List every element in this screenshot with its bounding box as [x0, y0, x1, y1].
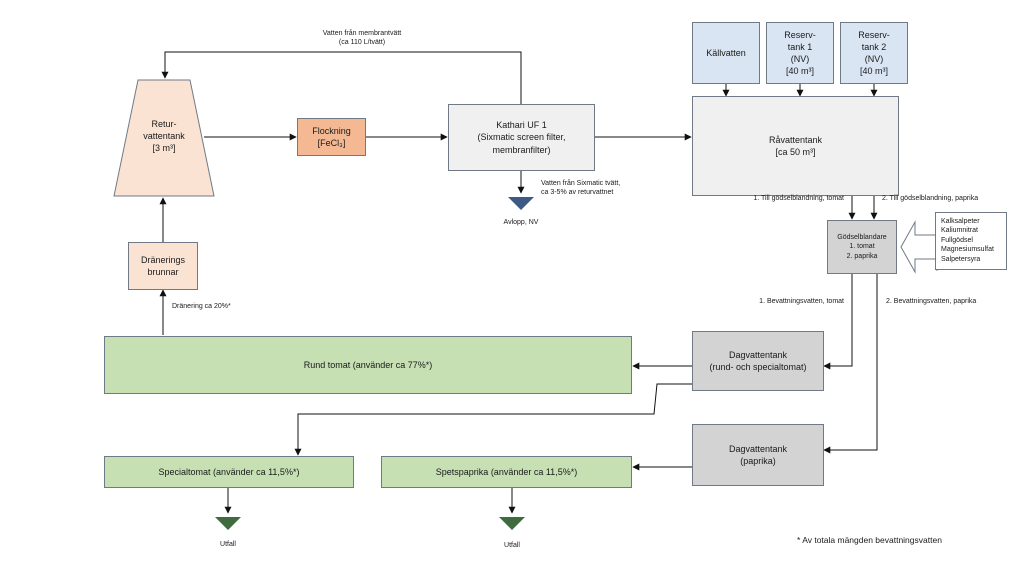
flockning-box: Flockning [FeCl₃] — [297, 118, 366, 156]
godselblandare-box: Gödselblandare 1. tomat 2. paprika — [827, 220, 897, 274]
utfall-1-label: Utfall — [220, 541, 236, 548]
bevattning-paprika-label: 2. Bevattningsvatten, paprika — [886, 298, 977, 305]
fertilizer-item: Salpetersyra — [941, 255, 981, 263]
kallvatten-box: Källvatten — [692, 22, 760, 84]
godsel-tomat-label: 1. Till gödselblandning, tomat — [753, 195, 844, 202]
returvattentank-label: Retur- vattentank [3 m³] — [143, 119, 185, 154]
godsel-paprika-label: 2. Till gödselblandning, paprika — [882, 195, 979, 202]
bevattning-tomat-label: 1. Bevattningsvatten, tomat — [759, 298, 844, 305]
reservtank-2-box: Reserv- tank 2 (NV) [40 m³] — [840, 22, 908, 84]
rund-tomat-box: Rund tomat (använder ca 77%*) — [104, 336, 632, 394]
fertilizer-item: Magnesiumsulfat — [941, 246, 994, 254]
dagvattentank-paprika-box: Dagvattentank (paprika) — [692, 424, 824, 486]
spetspaprika-box: Spetspaprika (använder ca 11,5%*) — [381, 456, 632, 488]
avlopp-drain-icon — [508, 197, 534, 210]
ravattentank-box: Råvattentank [ca 50 m³] — [692, 96, 899, 196]
footnote: * Av totala mängden bevattningsvatten — [797, 535, 942, 545]
arrow-dagv-special — [294, 383, 692, 456]
utfall-1-drain-icon — [215, 517, 241, 530]
arrow-bevattning-paprika — [823, 274, 878, 454]
fertilizer-item: Kaliumnitrat — [941, 227, 978, 235]
arrow-bevattning-tomat — [823, 274, 853, 370]
arrow-membrantvatt — [161, 51, 522, 104]
returvattentank-shape — [113, 79, 215, 197]
dranering-pct-label: Dränering ca 20%* — [172, 303, 231, 310]
utfall-2-drain-icon — [499, 517, 525, 530]
draneringsbrunnar-box: Dränerings brunnar — [128, 242, 198, 290]
specialtomat-box: Specialtomat (använder ca 11,5%*) — [104, 456, 354, 488]
membrantvatt-label: Vatten från membrantvätt (ca 110 L/tvätt… — [322, 30, 402, 47]
dagvattentank-tomat-box: Dagvattentank (rund- och specialtomat) — [692, 331, 824, 391]
fertilizer-item: Fullgödsel — [941, 236, 973, 244]
fertilizer-input-arrow — [900, 220, 938, 274]
fertilizer-item: Kalksalpeter — [941, 218, 980, 225]
kathari-uf1-box: Kathari UF 1 (Sixmatic screen filter, me… — [448, 104, 595, 171]
fertilizer-list: Kalksalpeter Kaliumnitrat Fullgödsel Mag… — [935, 212, 1007, 270]
sixmatic-tvatt-label: Vatten från Sixmatic tvätt, ca 3-5% av r… — [541, 180, 621, 197]
avlopp-label: Avlopp, NV — [503, 219, 539, 226]
reservtank-1-box: Reserv- tank 1 (NV) [40 m³] — [766, 22, 834, 84]
utfall-2-label: Utfall — [504, 542, 520, 549]
